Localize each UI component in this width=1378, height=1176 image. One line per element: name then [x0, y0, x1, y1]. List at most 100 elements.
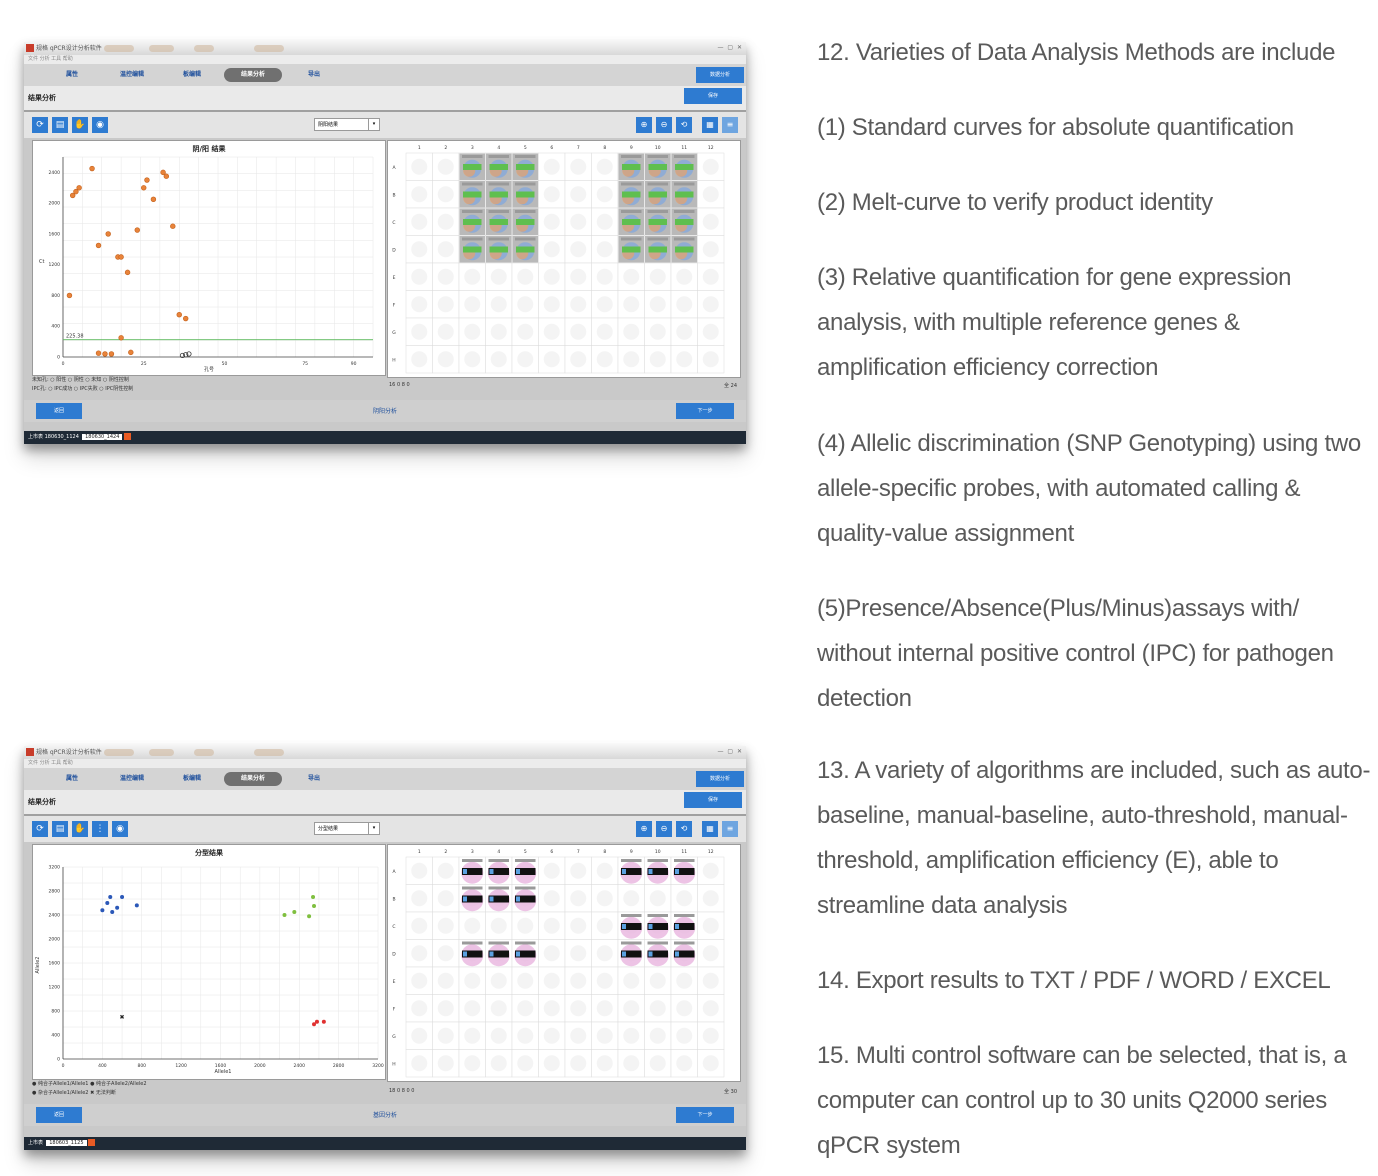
tab-export[interactable]: 导出 [307, 71, 320, 78]
data-analysis-button[interactable]: 数据分析 [696, 67, 744, 83]
zoom-in-icon[interactable]: ⊕ [636, 117, 652, 133]
plate-well-empty [437, 1055, 454, 1072]
plate-well-empty [437, 296, 454, 313]
zoom-in-icon[interactable]: ⊕ [636, 821, 652, 837]
data-point [144, 177, 150, 183]
menu-bar[interactable]: 文件 分析 工具 帮助 [24, 759, 746, 768]
data-analysis-button[interactable]: 数据分析 [696, 771, 744, 787]
data-point [76, 185, 82, 191]
threshold-label: 225.38 [66, 334, 84, 340]
plate-well-icon [516, 896, 520, 902]
plate-well-empty [702, 351, 719, 368]
plate-well-empty [702, 1000, 719, 1017]
feature-12-5: (5)Presence/Absence(Plus/Minus)assays wi… [817, 595, 1334, 712]
result-type-select[interactable]: 分型结果 ▾ [314, 822, 380, 835]
plate-well-empty [649, 890, 666, 907]
plate-well-name [621, 210, 642, 213]
hand-icon[interactable]: ✋ [72, 821, 88, 837]
plate-well-empty [596, 1000, 613, 1017]
plate-column-label: 8 [603, 145, 606, 151]
plate-well-empty [517, 917, 534, 934]
hand-icon[interactable]: ✋ [72, 117, 88, 133]
plate-column-label: 6 [550, 849, 553, 855]
tab-bar: 属性 温控编辑 板编辑 结果分析 导出 数据分析 [24, 768, 746, 790]
window-controls-icon[interactable]: — ▢ ✕ [717, 748, 743, 755]
plate-well-empty [490, 1000, 507, 1017]
list-view-icon[interactable]: ≡ [722, 117, 738, 133]
plate-well-tag [488, 895, 509, 903]
save-button[interactable]: 保存 [684, 88, 742, 104]
tab-result-analysis[interactable]: 结果分析 [224, 68, 282, 82]
reset-icon[interactable]: ⟲ [676, 821, 692, 837]
plate-well-empty [464, 1055, 481, 1072]
data-point [321, 1019, 326, 1024]
plate-column-label: 6 [550, 145, 553, 151]
y-tick-label: 400 [51, 1033, 60, 1039]
back-button[interactable]: 返回 [36, 403, 82, 419]
print-icon[interactable]: ▤ [52, 821, 68, 837]
taskbar-document[interactable]: 180603_1125 [46, 1140, 87, 1146]
grid-view-icon[interactable]: ▦ [702, 117, 718, 133]
eye-icon[interactable]: ◉ [92, 117, 108, 133]
tab-plate-edit[interactable]: 板编辑 [182, 775, 201, 782]
grid-view-icon[interactable]: ▦ [702, 821, 718, 837]
refresh-icon[interactable]: ⟳ [32, 821, 48, 837]
data-point [69, 192, 76, 199]
next-button[interactable]: 下一步 [676, 1107, 734, 1123]
plate-column-label: 9 [630, 145, 633, 151]
plate-well-tag [675, 219, 694, 225]
plate-well-tag [621, 868, 642, 875]
save-button[interactable]: 保存 [684, 792, 742, 808]
plate-well-empty [490, 1055, 507, 1072]
reset-icon[interactable]: ⟲ [676, 117, 692, 133]
x-tick-label: 75 [302, 361, 308, 367]
refresh-icon[interactable]: ⟳ [32, 117, 48, 133]
zoom-out-icon[interactable]: ⊖ [656, 117, 672, 133]
tab-plate-edit[interactable]: 板编辑 [182, 71, 201, 78]
back-button[interactable]: 返回 [36, 1107, 82, 1123]
taskbar-item[interactable]: 上市表 180630_1124 [28, 434, 79, 440]
taskbar-document[interactable]: 180630_1424 [82, 434, 123, 440]
plate-well-empty [570, 890, 587, 907]
plate-well-empty [570, 862, 587, 879]
legend-homozygous: ● 纯合子Allele1/Allele1 ● 纯合子Allele2/Allele… [32, 1081, 147, 1087]
plate-well-name [515, 155, 536, 158]
plate-well-tag [462, 868, 483, 875]
data-point [312, 1022, 317, 1027]
plate-well-tag [621, 923, 642, 930]
x-tick-label: 800 [137, 1063, 146, 1069]
close-icon[interactable] [88, 1139, 96, 1146]
next-button[interactable]: 下一步 [676, 403, 734, 419]
list-view-icon[interactable]: ≡ [722, 821, 738, 837]
window-controls-icon[interactable]: — ▢ ✕ [717, 44, 743, 51]
plate-column-label: 4 [497, 849, 500, 855]
tab-export[interactable]: 导出 [307, 775, 320, 782]
data-point [183, 352, 189, 358]
plate-well-tag [647, 950, 668, 958]
tab-result-analysis[interactable]: 结果分析 [224, 772, 282, 786]
result-type-select[interactable]: 阴阳结果 ▾ [314, 118, 380, 131]
plate-well-empty [676, 296, 693, 313]
zoom-out-icon[interactable]: ⊖ [656, 821, 672, 837]
plate-well-name [621, 237, 642, 241]
tab-thermal-edit[interactable]: 温控编辑 [119, 71, 144, 78]
taskbar-item[interactable]: 上市表 [28, 1140, 44, 1146]
eye-icon[interactable]: ◉ [112, 821, 128, 837]
tab-properties[interactable]: 属性 [65, 775, 78, 782]
plate-well-empty [437, 917, 454, 934]
tab-properties[interactable]: 属性 [65, 71, 78, 78]
plate-well-empty [596, 186, 613, 203]
tab-thermal-edit[interactable]: 温控编辑 [119, 775, 144, 782]
plate-well-empty [596, 158, 613, 175]
more-icon[interactable]: ⋮ [92, 821, 108, 837]
plate-well-empty [570, 323, 587, 340]
print-icon[interactable]: ▤ [52, 117, 68, 133]
plate-well-empty [543, 972, 560, 989]
menu-bar[interactable]: 文件 分析 工具 帮助 [24, 55, 746, 64]
close-icon[interactable] [124, 433, 131, 440]
plate-well-name [488, 941, 509, 945]
